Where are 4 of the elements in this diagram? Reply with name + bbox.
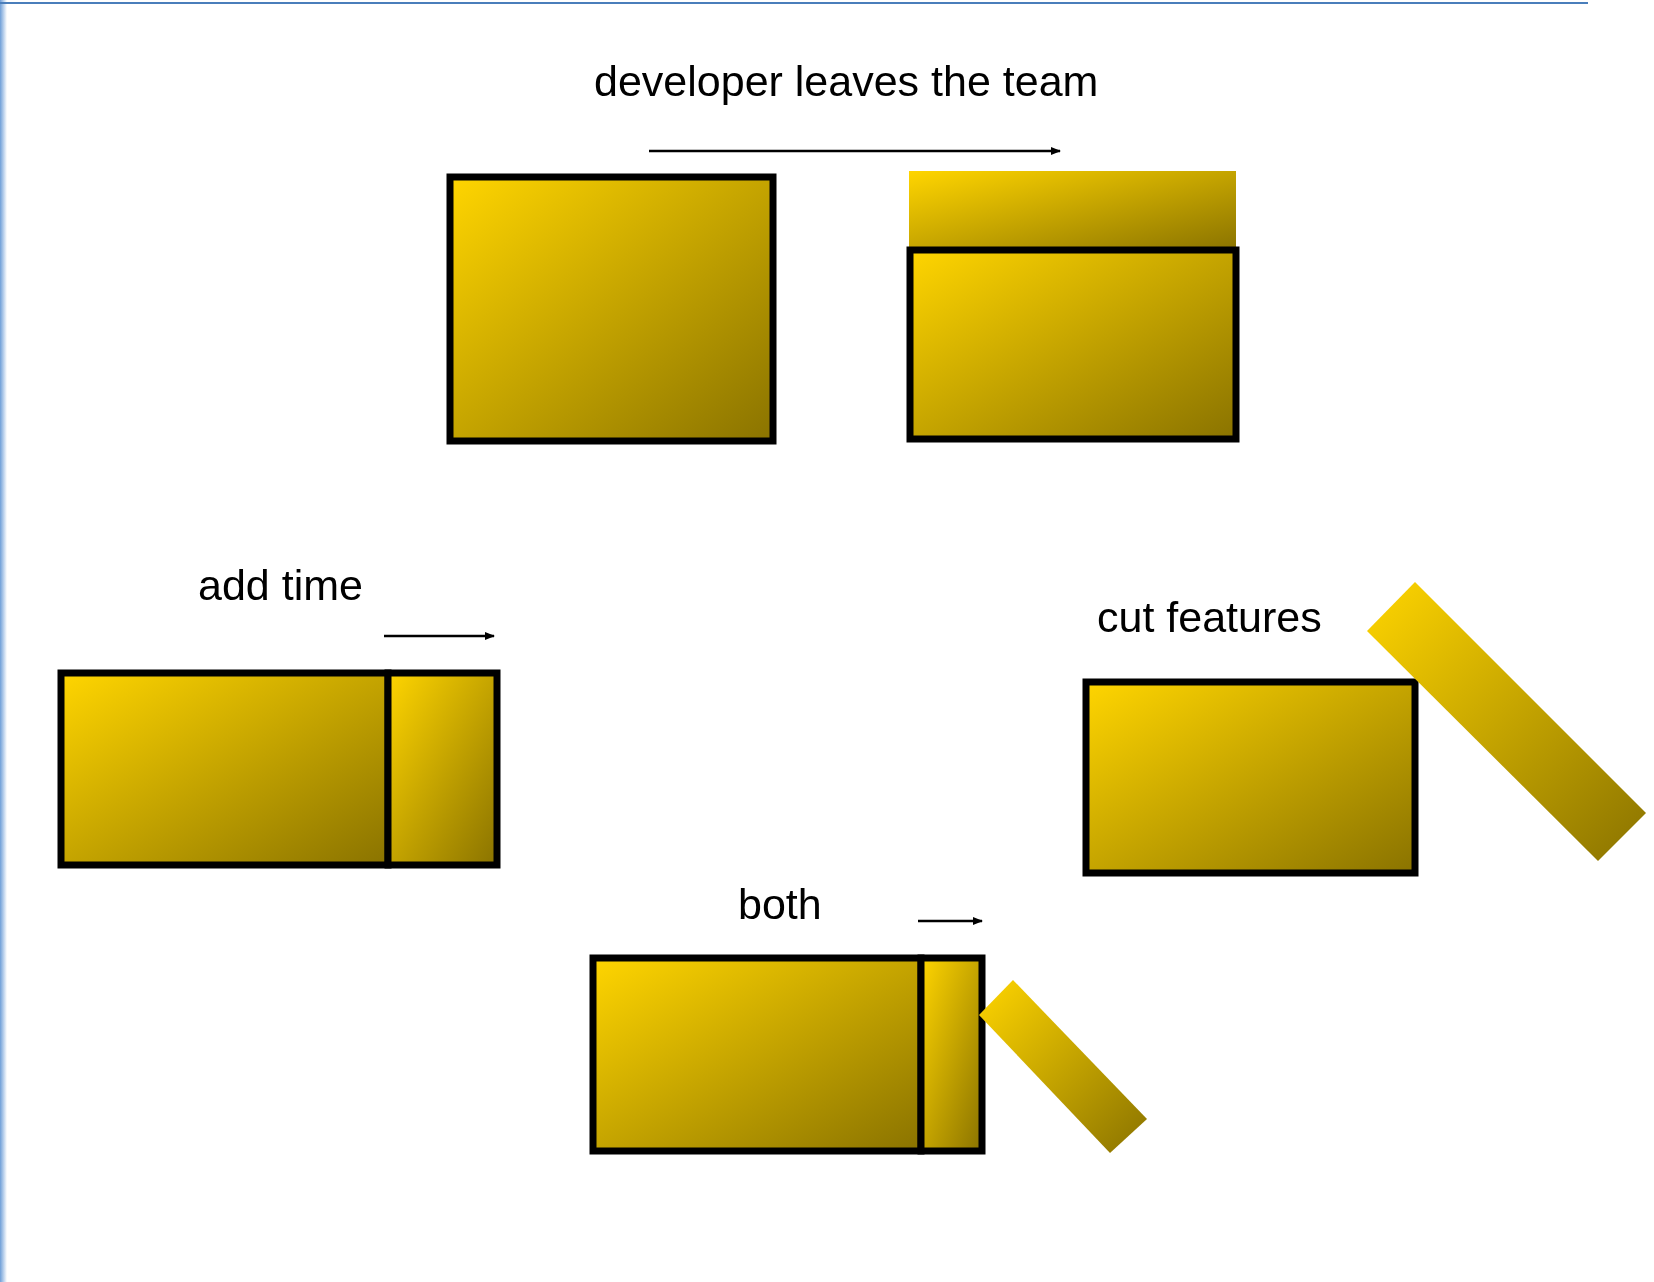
caption-text: cut features <box>1097 596 1322 639</box>
heading-text: developer leaves the team <box>594 60 1099 103</box>
caption-text: both <box>738 883 822 926</box>
caption-text: add time <box>198 564 363 607</box>
